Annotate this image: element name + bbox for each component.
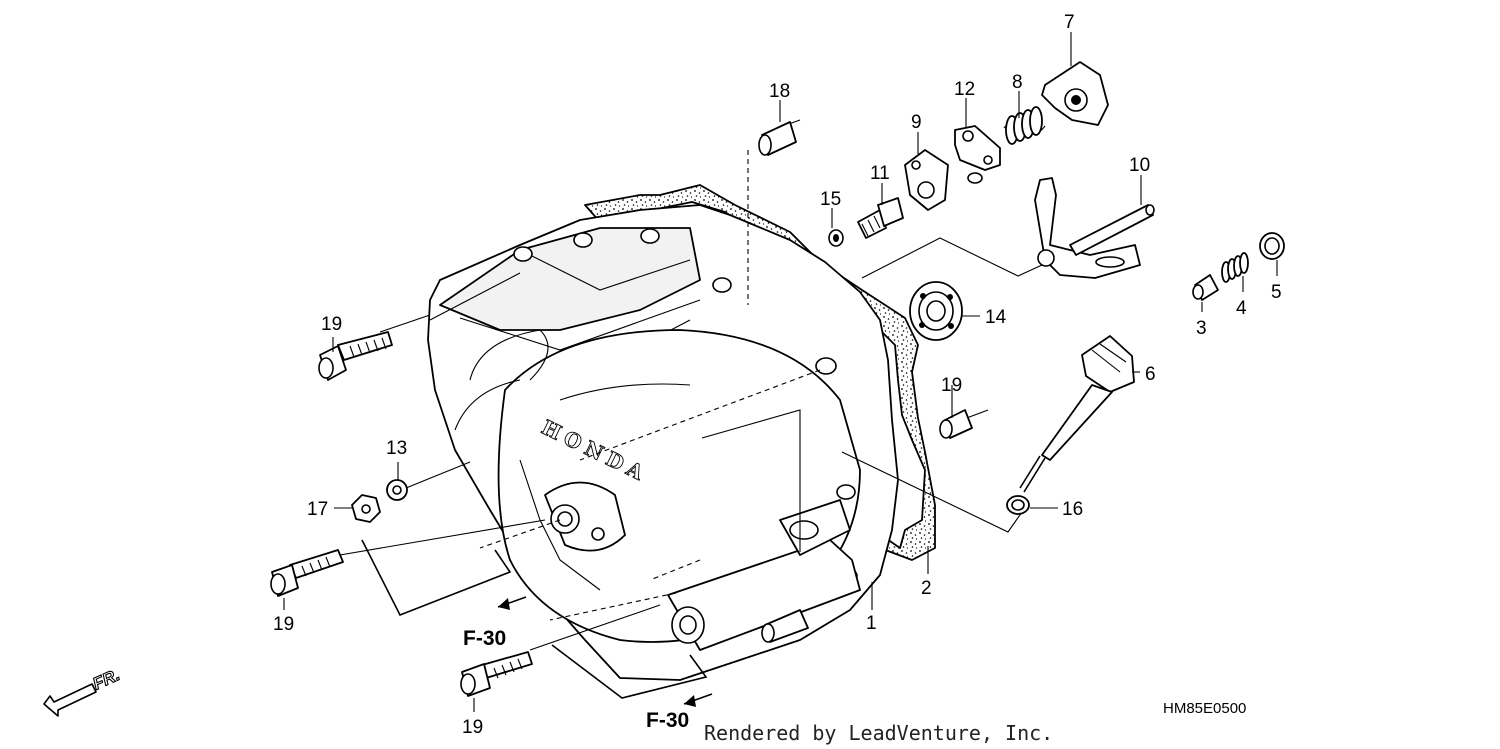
flange-bolt-lower	[460, 651, 533, 697]
callout-19-middle[interactable]: 19	[273, 614, 294, 635]
shift-arm	[1034, 177, 1155, 279]
dowel-pin-top	[758, 121, 797, 156]
callout-19-bottom[interactable]: 19	[462, 717, 483, 738]
crankcase-cover: HONDA	[427, 204, 899, 681]
callout-15[interactable]: 15	[820, 189, 841, 210]
oil-dipstick	[1019, 335, 1135, 493]
callout-leaders	[283, 32, 1278, 712]
section-references: F-30 F-30	[463, 596, 713, 732]
stopper-arm	[954, 125, 1001, 184]
callout-5[interactable]: 5	[1271, 282, 1282, 303]
callout-7[interactable]: 7	[1064, 12, 1075, 33]
callout-3[interactable]: 3	[1196, 318, 1207, 339]
flange-bolt-middle	[270, 549, 344, 597]
direction-label: FR.	[90, 665, 123, 693]
return-spring	[1003, 106, 1046, 145]
washer-left	[386, 479, 408, 501]
guide-lines	[339, 119, 1043, 699]
callout-9[interactable]: 9	[911, 112, 922, 133]
hex-nut	[351, 494, 381, 523]
callout-13[interactable]: 13	[386, 438, 407, 459]
sealing-washer	[828, 229, 844, 247]
callout-6[interactable]: 6	[1145, 364, 1156, 385]
render-credit: Rendered by LeadVenture, Inc.	[704, 721, 1053, 745]
front-direction-arrow: FR.	[43, 665, 123, 717]
reference-f30-upper[interactable]: F-30	[463, 627, 506, 650]
detent-spring	[1221, 252, 1249, 283]
sealing-plug	[1259, 232, 1285, 260]
callout-12[interactable]: 12	[954, 79, 975, 100]
callout-17[interactable]: 17	[307, 499, 328, 520]
stopper-bolt	[857, 197, 904, 239]
callout-18-top[interactable]: 18	[769, 81, 790, 102]
stopper-plate	[904, 149, 949, 211]
callout-8[interactable]: 8	[1012, 72, 1023, 93]
callout-numbers: 18 19 9 12 8 7 10 11 15 14 3 4 5 6 16 2 …	[273, 12, 1282, 738]
callout-11[interactable]: 11	[870, 163, 890, 184]
callout-4[interactable]: 4	[1236, 298, 1247, 319]
reference-f30-lower[interactable]: F-30	[646, 709, 689, 732]
diagram-code: HM85E0500	[1163, 700, 1246, 717]
shift-drum-cam	[1041, 61, 1109, 126]
flange-bolt-upper	[318, 331, 393, 381]
callout-16[interactable]: 16	[1062, 499, 1083, 520]
callout-19-upper[interactable]: 19	[321, 314, 342, 335]
callout-1[interactable]: 1	[866, 613, 877, 634]
callout-2[interactable]: 2	[921, 578, 932, 599]
callout-10[interactable]: 10	[1129, 155, 1150, 176]
ball-bearing	[909, 281, 963, 341]
dowel-pin-right	[939, 409, 973, 439]
o-ring	[1006, 495, 1030, 515]
plug-bolt	[1192, 274, 1219, 301]
callout-14[interactable]: 14	[985, 307, 1007, 328]
callout-18-right[interactable]: 19	[941, 375, 962, 396]
